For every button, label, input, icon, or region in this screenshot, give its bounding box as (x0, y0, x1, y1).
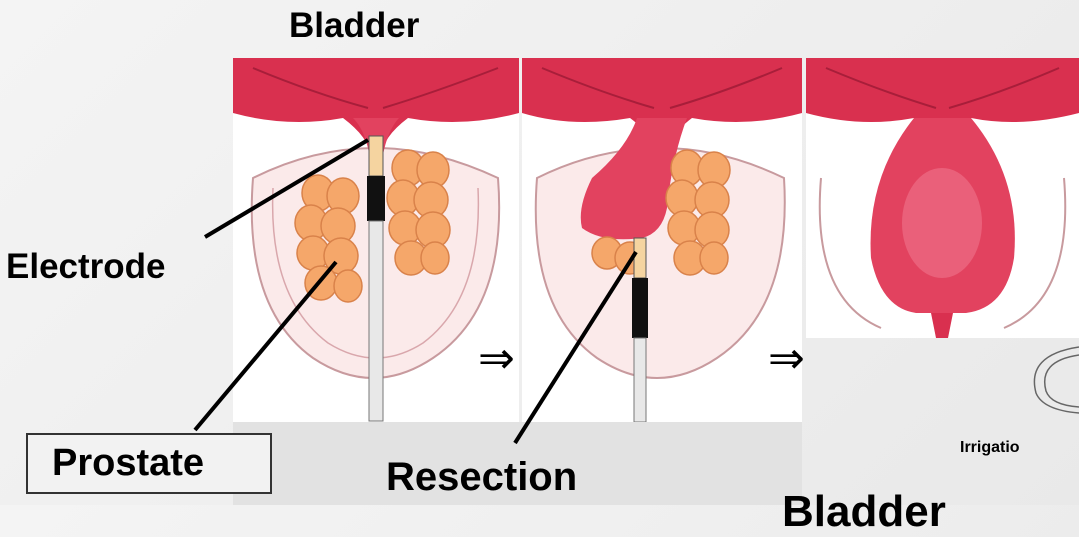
resection-leader-line (515, 252, 636, 443)
bladder-bottom-label: Bladder (782, 487, 946, 537)
arrow-2-icon: ⇒ (768, 333, 805, 384)
irrigation-label: Irrigatio (960, 439, 1020, 457)
electrode-label: Electrode (6, 247, 166, 287)
prostate-leader-line (195, 262, 336, 430)
arrow-1-icon: ⇒ (478, 333, 515, 384)
electrode-leader-line (205, 140, 368, 237)
prostate-label: Prostate (52, 442, 204, 485)
bladder-top-label: Bladder (289, 6, 419, 46)
resection-label: Resection (386, 455, 577, 500)
